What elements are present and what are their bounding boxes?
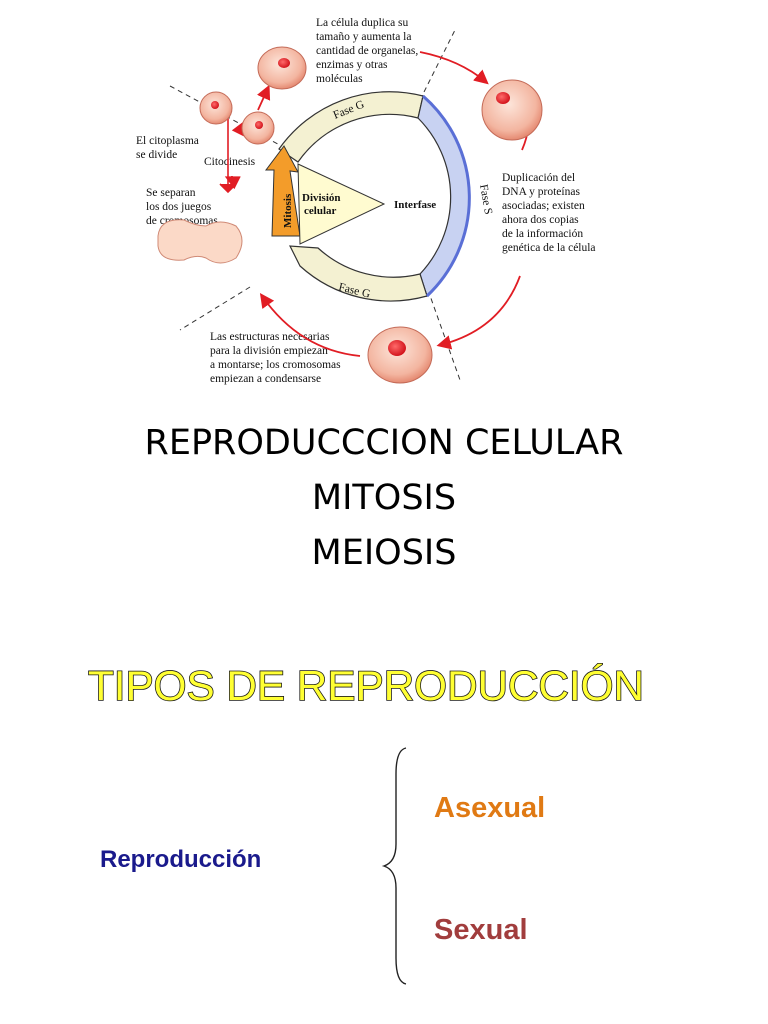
cell-cycle-diagram: Fase G Fase S Fase G Interfase División … <box>136 17 596 385</box>
main-title: REPRODUCCCION CELULAR MITOSIS MEIOSIS <box>0 416 768 581</box>
option-asexual: Asexual <box>434 792 546 824</box>
division-label-line2: celular <box>304 205 336 217</box>
interfase-label: Interfase <box>394 199 436 211</box>
types-heading-text: TIPOS DE REPRODUCCIÓN <box>88 662 644 709</box>
fase-s-label: Fase S <box>477 183 494 215</box>
cell-small-b <box>241 111 275 145</box>
title-line-1: REPRODUCCCION CELULAR <box>144 423 624 463</box>
cell-bottom-right <box>367 326 433 384</box>
annotation-top: La célula duplica su tamaño y aumenta la… <box>316 17 421 85</box>
fase-s-band <box>417 94 470 298</box>
curly-brace <box>381 747 407 985</box>
annotation-left-top: El citoplasma se divide <box>136 135 202 161</box>
division-celular-triangle <box>297 163 386 245</box>
cell-dividing <box>157 219 243 264</box>
fase-g-bottom-band <box>288 245 428 302</box>
cell-top-right <box>257 46 307 90</box>
cell-right-large <box>481 79 543 141</box>
reproduccion-root-label: Reproducción <box>100 846 262 873</box>
division-label-line1: División <box>302 192 341 204</box>
mitosis-arrow <box>265 145 301 237</box>
citocinesis-label: Citocinesis <box>204 156 256 168</box>
title-line-3: MEIOSIS <box>311 533 457 573</box>
types-heading: TIPOS DE REPRODUCCIÓN <box>87 661 645 710</box>
cell-small-a <box>199 91 233 125</box>
annotation-right: Duplicación del DNA y proteínas asociada… <box>502 172 596 254</box>
mitosis-label: Mitosis <box>282 193 294 228</box>
cycle-ring <box>278 91 471 302</box>
option-sexual: Sexual <box>434 914 528 946</box>
title-line-2: MITOSIS <box>311 478 457 518</box>
annotation-bottom: Las estructuras necesarias para la divis… <box>210 331 344 385</box>
